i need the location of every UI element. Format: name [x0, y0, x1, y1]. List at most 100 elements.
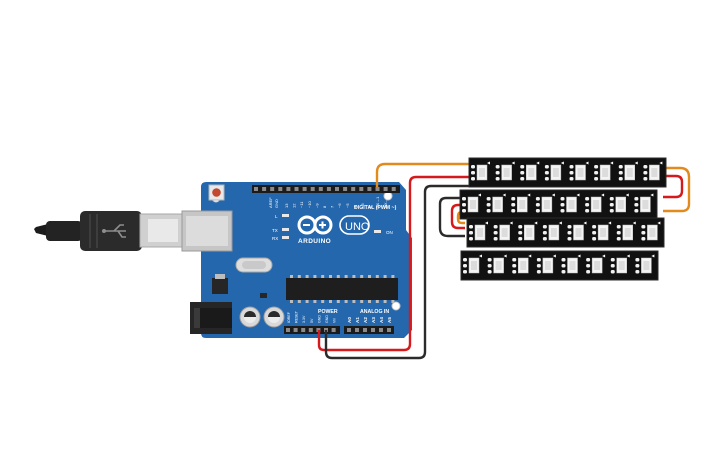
neopixel-led[interactable]	[542, 221, 562, 241]
header-pin[interactable]	[355, 328, 359, 332]
header-pin[interactable]	[286, 328, 290, 332]
header-pin[interactable]	[254, 187, 258, 191]
on-label: ON	[386, 230, 393, 235]
neopixel-led[interactable]	[609, 193, 629, 213]
neopixel-led[interactable]	[560, 193, 580, 213]
header-pin[interactable]	[293, 328, 298, 332]
wire-power[interactable]	[317, 175, 473, 352]
neopixel-led[interactable]	[520, 161, 540, 181]
arrow-icon	[601, 193, 605, 197]
header-pin[interactable]	[391, 187, 396, 191]
digital-pin-label: ~11	[299, 201, 304, 208]
wire-ground[interactable]	[324, 184, 473, 360]
header-pin[interactable]	[363, 328, 367, 332]
header-pin[interactable]	[308, 328, 313, 332]
gnd-label: GND	[274, 199, 279, 208]
header-pin[interactable]	[294, 187, 299, 191]
neopixel-led[interactable]	[618, 161, 638, 181]
wires[interactable]	[317, 162, 691, 360]
neopixel-led[interactable]	[585, 193, 605, 213]
neopixel-led[interactable]	[561, 254, 581, 274]
header-pin[interactable]	[347, 328, 351, 332]
reset-button-cap[interactable]	[212, 188, 221, 197]
neopixel-led[interactable]	[471, 161, 490, 181]
neopixel-led[interactable]	[594, 161, 614, 181]
neopixel-led[interactable]	[518, 221, 538, 241]
header-pin[interactable]	[367, 187, 372, 191]
header-pin[interactable]	[326, 187, 331, 191]
analog-label: ANALOG IN	[360, 309, 389, 315]
neopixel-led[interactable]	[592, 221, 612, 241]
header-pin[interactable]	[359, 187, 364, 191]
neopixel-led[interactable]	[463, 254, 482, 274]
neopixel-led[interactable]	[643, 161, 663, 181]
wire-power-return[interactable]	[663, 174, 684, 199]
neopixel-led[interactable]	[536, 254, 556, 274]
chip-pin	[360, 300, 364, 303]
chip-pin	[336, 275, 340, 278]
neopixel-led[interactable]	[487, 254, 507, 274]
arrow-icon	[528, 254, 532, 258]
arrow-icon	[527, 193, 531, 197]
chip-pin	[383, 275, 387, 278]
header-pin[interactable]	[310, 187, 315, 191]
neopixel-led[interactable]	[635, 254, 655, 274]
neopixel-led-strips[interactable]	[459, 157, 667, 281]
wire-power-row3[interactable]	[450, 203, 465, 230]
chip-pin	[352, 275, 356, 278]
led-strip-row[interactable]	[466, 217, 665, 248]
header-pin[interactable]	[335, 187, 339, 191]
power-pin-label: GND	[325, 315, 329, 323]
led-strip-row[interactable]	[459, 189, 658, 220]
header-pin[interactable]	[318, 187, 323, 191]
wire-data-return[interactable]	[663, 166, 691, 213]
digital-pin-label: RX←0	[383, 195, 388, 208]
neopixel-led[interactable]	[569, 161, 589, 181]
neopixel-led[interactable]	[634, 193, 654, 213]
header-pin[interactable]	[351, 187, 356, 191]
header-pin[interactable]	[387, 328, 391, 332]
led-strip-row[interactable]	[468, 157, 667, 188]
header-pin[interactable]	[379, 328, 383, 332]
header-pin[interactable]	[302, 187, 307, 191]
neopixel-led[interactable]	[486, 193, 506, 213]
header-pin[interactable]	[383, 187, 388, 191]
neopixel-led[interactable]	[610, 254, 630, 274]
neopixel-led[interactable]	[469, 221, 488, 241]
led-strip-row[interactable]	[460, 250, 659, 281]
header-pin[interactable]	[286, 187, 291, 191]
usb-cable[interactable]	[34, 211, 185, 251]
neopixel-led[interactable]	[567, 221, 587, 241]
led-on-indicator	[374, 230, 381, 233]
neopixel-led[interactable]	[462, 193, 481, 213]
digital-pin-label: 8	[322, 205, 327, 208]
digital-pin-label: ~10	[307, 200, 312, 208]
power-pin-label: RESET	[295, 310, 299, 323]
neopixel-led[interactable]	[641, 221, 661, 241]
neopixel-led[interactable]	[512, 254, 532, 274]
arrow-icon	[634, 161, 638, 165]
neopixel-led[interactable]	[511, 193, 531, 213]
arrow-icon	[552, 254, 556, 258]
wire-ground-row3[interactable]	[438, 196, 465, 238]
header-pin[interactable]	[262, 187, 267, 191]
neopixel-led[interactable]	[493, 221, 513, 241]
neopixel-led[interactable]	[535, 193, 555, 213]
neopixel-led[interactable]	[544, 161, 564, 181]
chip-pin	[375, 300, 379, 303]
header-pin[interactable]	[270, 187, 275, 191]
chip-pin	[290, 275, 293, 278]
header-pin[interactable]	[301, 328, 306, 332]
neopixel-led[interactable]	[616, 221, 636, 241]
neopixel-led[interactable]	[586, 254, 606, 274]
header-pin[interactable]	[331, 328, 336, 332]
header-pin[interactable]	[375, 187, 380, 191]
header-pin[interactable]	[371, 328, 375, 332]
header-pin[interactable]	[343, 187, 348, 191]
header-pin[interactable]	[278, 187, 283, 191]
wire-data[interactable]	[375, 162, 473, 187]
neopixel-led[interactable]	[495, 161, 515, 181]
chip-pin	[375, 275, 379, 278]
